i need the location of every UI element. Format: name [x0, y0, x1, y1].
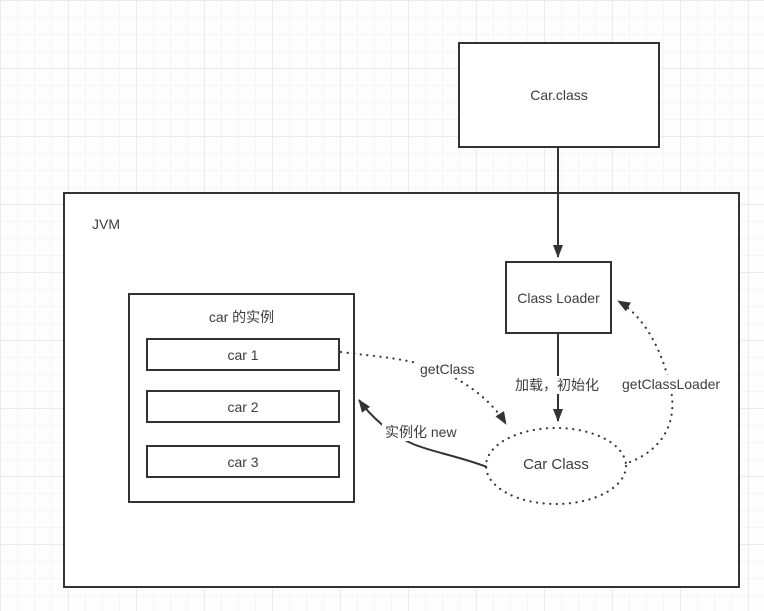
car-class-file-box: Car.class: [458, 42, 660, 148]
edge-label-instantiate-new: 实例化 new: [382, 423, 460, 441]
instance-row-car3: car 3: [146, 445, 340, 478]
instance-row-car2: car 2: [146, 390, 340, 423]
car-instances-title: car 的实例: [208, 309, 275, 325]
edge-label-getclass: getClass: [417, 360, 478, 378]
instance-row-car1: car 1: [146, 338, 340, 371]
edge-label-load-init: 加载，初始化: [512, 376, 602, 394]
car-class-file-label: Car.class: [530, 87, 588, 103]
car-instances-box: car 的实例 car 1 car 2 car 3: [128, 293, 355, 503]
instance-label-car3: car 3: [227, 453, 259, 470]
edge-label-getclassloader: getClassLoader: [619, 375, 724, 393]
instance-label-car1: car 1: [227, 346, 259, 363]
instance-label-car2: car 2: [227, 398, 259, 415]
class-loader-box: Class Loader: [505, 261, 612, 334]
jvm-label: JVM: [92, 216, 120, 232]
car-class-ellipse-label: Car Class: [523, 456, 589, 473]
class-loader-label: Class Loader: [517, 289, 600, 306]
